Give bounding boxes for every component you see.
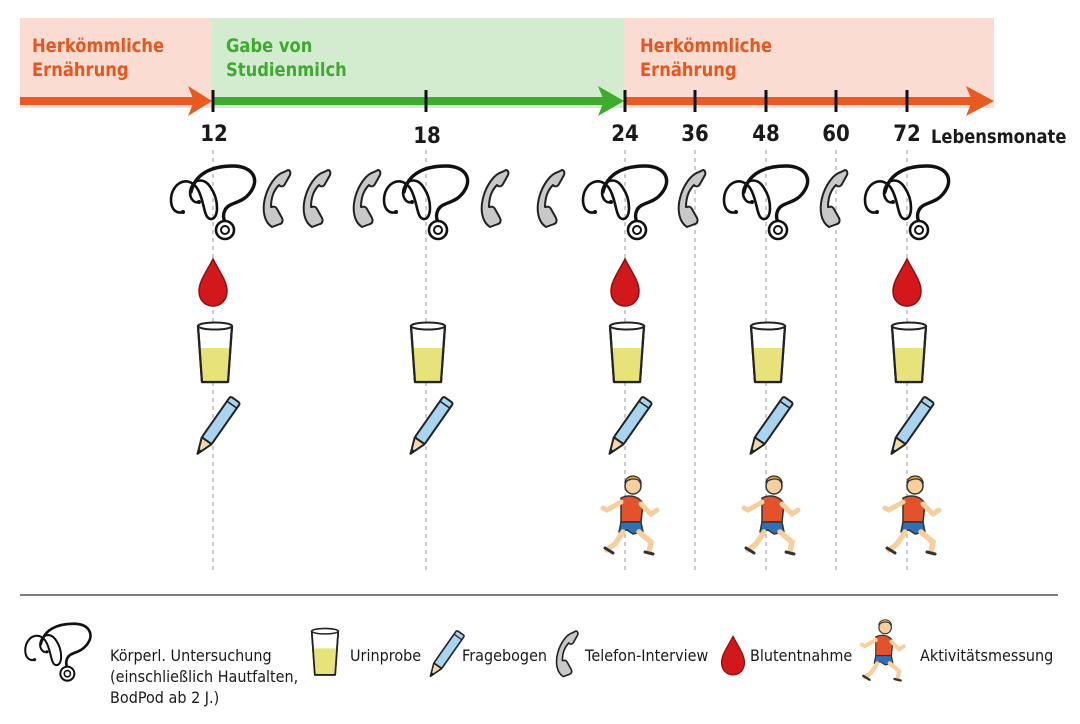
blood-drop-icon-72 [892, 258, 922, 307]
phone-icon-5 [536, 169, 566, 228]
measurement-icons [169, 164, 951, 554]
legend-label-physical-exam: Körperl. Untersuchung (einschließlich Ha… [110, 646, 299, 707]
legend-pen-icon [425, 629, 466, 680]
axis-unit-label: Lebensmonate [931, 126, 1067, 148]
tick-label-60: 60 [822, 122, 850, 147]
tick-label-12: 12 [200, 122, 228, 147]
legend-label-phone: Telefon-Interview [585, 646, 709, 665]
runner-icon-24 [603, 476, 657, 554]
phase-label-study-milk: Gabe von Studienmilch [226, 35, 347, 81]
phone-icon-4 [480, 169, 510, 228]
urine-cup-icon-72 [890, 321, 928, 384]
phase-label-conventional-1: Herkömmliche Ernährung [32, 35, 165, 81]
runner-icon-72 [885, 476, 939, 554]
urine-cup-icon-24 [608, 321, 646, 384]
legend-blood-drop-icon [720, 635, 746, 676]
phone-icon-2 [302, 169, 332, 228]
phone-icon-1 [262, 169, 292, 228]
pen-icon-18 [404, 395, 455, 459]
blood-drop-icon-12 [198, 258, 228, 307]
phase-background-conventional-2 [624, 18, 994, 108]
tick-label-24: 24 [611, 122, 639, 147]
phase-label-conventional-2: Herkömmliche Ernährung [640, 35, 773, 81]
legend-label-activity: Aktivitätsmessung [920, 646, 1054, 665]
pen-icon-48 [744, 395, 795, 459]
tick-label-18: 18 [413, 124, 441, 149]
legend-urine-cup-icon [310, 627, 340, 676]
blood-drop-icon-24 [610, 258, 640, 307]
phone-icon-6 [677, 169, 707, 228]
phase-background-conventional-1 [20, 18, 212, 108]
phone-icon-3 [352, 169, 382, 228]
legend-label-blood: Blutentnahme [750, 646, 853, 665]
phase-background-study-milk [212, 18, 624, 108]
timeline-ticks [211, 90, 909, 112]
urine-cup-icon-12 [196, 321, 234, 384]
urine-cup-icon-18 [409, 321, 447, 384]
tick-label-48: 48 [752, 122, 780, 147]
timeline-arrow-study-milk [212, 86, 624, 116]
legend-stethoscope-icon [23, 622, 92, 683]
runner-icon-48 [744, 476, 798, 554]
tick-label-72: 72 [893, 122, 921, 147]
legend-phone-icon [555, 630, 579, 678]
legend-label-questionnaire: Fragebogen [462, 646, 548, 665]
tick-label-36: 36 [681, 122, 709, 147]
urine-cup-icon-48 [749, 321, 787, 384]
legend-label-urine: Urinprobe [350, 646, 422, 665]
pen-icon-24 [603, 395, 654, 459]
phone-icon-7 [819, 169, 849, 228]
timeline-arrow-conventional-1 [20, 86, 212, 116]
pen-icon-72 [885, 395, 936, 459]
timeline-arrow-conventional-2 [624, 86, 994, 116]
legend-runner-icon [862, 620, 904, 681]
pen-icon-12 [191, 395, 242, 459]
